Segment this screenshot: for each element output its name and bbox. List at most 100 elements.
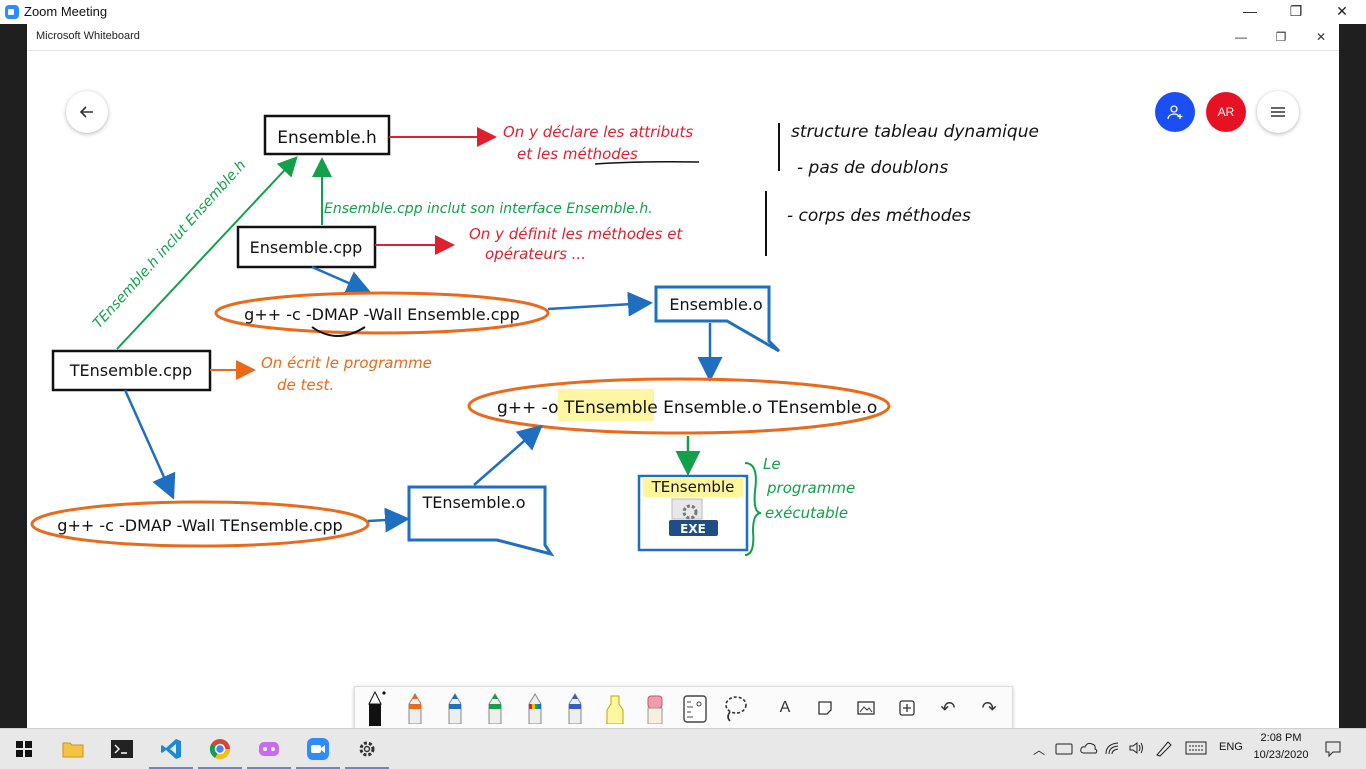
- exe-name-label: TEnsemble: [651, 478, 735, 496]
- green-pen-tool[interactable]: [475, 687, 515, 728]
- hamburger-menu-icon: [1271, 107, 1285, 117]
- arrow-tcpp-includes-h: [116, 156, 298, 350]
- rainbow-pen-tool[interactable]: [515, 687, 555, 728]
- whiteboard-close-button[interactable]: ✕: [1315, 30, 1327, 44]
- link-command-suffix: Ensemble.o TEnsemble.o: [658, 398, 878, 418]
- insert-plus-icon: [899, 700, 915, 716]
- back-arrow-icon: [79, 106, 93, 118]
- whiteboard-canvas[interactable]: AR Ensemble.h On y déclare les attributs…: [27, 51, 1339, 728]
- tray-keyboard-icon[interactable]: [1055, 741, 1073, 757]
- folder-icon: [62, 742, 84, 758]
- tensemble-highlight: [558, 389, 654, 421]
- gear-icon: [359, 741, 375, 757]
- vscode-icon: [161, 739, 181, 759]
- whiteboard-minimize-button[interactable]: —: [1235, 30, 1247, 44]
- compile-tensemble-ellipse: [30, 500, 370, 548]
- tray-language[interactable]: ENG: [1219, 741, 1243, 753]
- side-note-line-1: structure tableau dynamique: [791, 122, 1039, 142]
- zoom-left-frame: [0, 24, 27, 728]
- clock-time[interactable]: 2:08 PM: [1260, 732, 1302, 744]
- start-button[interactable]: [0, 729, 48, 769]
- orange-pen-tool[interactable]: [395, 687, 435, 728]
- lasso-icon: [725, 696, 747, 722]
- arrow-compile-to-ensemble-o: [547, 291, 653, 317]
- game-controller-icon: [259, 742, 279, 756]
- taskbar-zoom[interactable]: [294, 729, 342, 769]
- link-command: g++ -o TEnsemble Ensemble.o TEnsemble.o: [497, 398, 877, 418]
- highlighter-icon: [606, 695, 624, 724]
- text-tool[interactable]: A: [779, 699, 791, 716]
- lasso-tool[interactable]: [715, 687, 755, 728]
- underline-methodes: [594, 160, 700, 165]
- taskbar: ︿ ENG 2:08 PM 10/23/2020: [0, 728, 1366, 769]
- black-pen-tool[interactable]: [355, 687, 395, 728]
- user-avatar[interactable]: AR: [1206, 92, 1246, 132]
- zoom-maximize-button[interactable]: ❐: [1289, 3, 1303, 19]
- redo-button[interactable]: ↷: [981, 697, 997, 718]
- compile-tensemble-command: g++ -c -DMAP -Wall TEnsemble.cpp: [57, 516, 342, 535]
- tray-onedrive-icon[interactable]: [1080, 741, 1098, 755]
- tray-touch-keyboard-icon[interactable]: [1185, 741, 1207, 755]
- ruler-icon: [683, 695, 707, 723]
- tensemble-o-label: TEnsemble.o: [421, 493, 525, 512]
- taskbar-vscode[interactable]: [147, 729, 195, 769]
- tray-pen-icon[interactable]: [1154, 739, 1174, 757]
- image-tool[interactable]: [846, 687, 886, 728]
- back-button[interactable]: [66, 91, 108, 133]
- whiteboard-maximize-button[interactable]: ❐: [1275, 30, 1287, 44]
- rainbow-pen-icon: [528, 693, 542, 724]
- ensemble-o-label: Ensemble.o: [669, 295, 762, 314]
- settings-menu-button[interactable]: [1257, 91, 1299, 133]
- ensemble-o-shape: [654, 285, 781, 353]
- taskbar-chrome[interactable]: [196, 729, 244, 769]
- taskbar-remote-app[interactable]: [245, 729, 293, 769]
- zoom-close-button[interactable]: ✕: [1336, 3, 1348, 19]
- exe-name-highlight: [643, 477, 743, 497]
- highlighter-tool[interactable]: [595, 687, 635, 728]
- exe-badge: [669, 520, 718, 536]
- arrow-compile-to-tensemble-o: [367, 507, 410, 533]
- h-note-line-2: et les méthodes: [517, 145, 638, 163]
- insert-tool[interactable]: [887, 687, 927, 728]
- sticky-note-icon: [818, 701, 832, 715]
- arrow-tcpp-to-compile: [123, 389, 176, 500]
- cpp-note-line-1: On y définit les méthodes et: [469, 225, 683, 243]
- link-command-ellipse: [467, 377, 891, 435]
- exe-note-line-2: programme: [766, 479, 855, 497]
- tray-chevron-icon[interactable]: ︿: [1033, 743, 1046, 757]
- zoom-right-frame: [1339, 24, 1366, 728]
- undo-button[interactable]: ↶: [940, 697, 956, 718]
- zoom-titlebar: Zoom Meeting — ❐ ✕: [0, 0, 1366, 25]
- blue-pen-tool[interactable]: [435, 687, 475, 728]
- action-center-icon[interactable]: [1324, 740, 1342, 758]
- diagram: Ensemble.h On y déclare les attributs et…: [30, 114, 1039, 557]
- note-tool[interactable]: [805, 687, 845, 728]
- taskbar-file-explorer[interactable]: [49, 729, 97, 769]
- h-note-line-1: On y déclare les attributs: [503, 123, 693, 141]
- zoom-logo-icon: [5, 5, 19, 19]
- whiteboard-window-title: Microsoft Whiteboard: [36, 30, 140, 42]
- taskbar-terminal[interactable]: [98, 729, 146, 769]
- side-note-line-2: - pas de doublons: [797, 158, 948, 178]
- link-command-prefix: g++ -o: [497, 398, 564, 418]
- cpp-include-note: Ensemble.cpp inclut son interface Ensemb…: [324, 201, 653, 217]
- invite-button[interactable]: [1155, 92, 1195, 132]
- eraser-tool[interactable]: [635, 687, 675, 728]
- clock-date[interactable]: 10/23/2020: [1253, 749, 1309, 761]
- galaxy-pen-tool[interactable]: [555, 687, 595, 728]
- black-pen-icon: [368, 690, 386, 726]
- chrome-icon: [209, 739, 231, 760]
- taskbar-settings[interactable]: [343, 729, 391, 769]
- cpp-note-line-2: opérateurs ...: [485, 245, 586, 263]
- ensemble-h-label: Ensemble.h: [277, 128, 377, 148]
- galaxy-pen-icon: [568, 693, 582, 724]
- blue-pen-icon: [448, 693, 462, 724]
- tensemble-o-shape: [407, 485, 555, 557]
- image-icon: [857, 701, 875, 715]
- tray-volume-icon[interactable]: [1128, 740, 1146, 756]
- arrow-tensemble-o-to-link: [473, 424, 543, 486]
- ruler-tool[interactable]: [675, 687, 715, 728]
- zoom-minimize-button[interactable]: —: [1243, 3, 1257, 19]
- terminal-icon: [111, 740, 133, 758]
- tray-wifi-icon[interactable]: [1104, 740, 1122, 756]
